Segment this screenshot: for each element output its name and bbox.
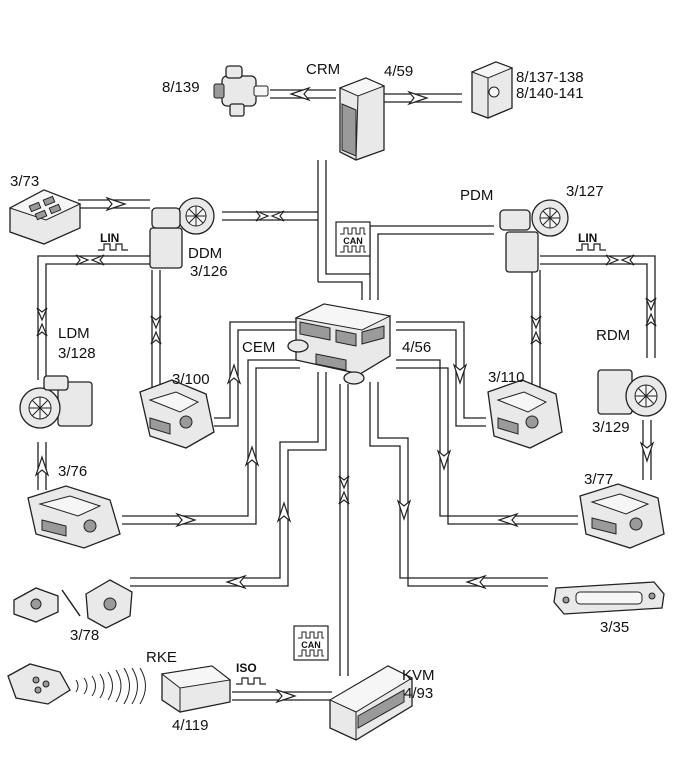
kvm-name: KVM xyxy=(402,667,435,684)
kvm-module xyxy=(328,665,414,741)
kvm-ref: 4/93 xyxy=(404,685,433,702)
rdm-ref: 3/129 xyxy=(592,419,630,436)
can-label-top: CAN xyxy=(343,236,363,246)
rke-name: RKE xyxy=(146,649,177,666)
crm-name: CRM xyxy=(306,61,340,78)
wiring xyxy=(37,89,656,701)
cem-name: CEM xyxy=(242,339,275,356)
lock-3-100 xyxy=(139,379,215,449)
label-3-110: 3/110 xyxy=(488,369,524,386)
iso-label: ISO xyxy=(236,661,257,675)
ldm-ref: 3/128 xyxy=(58,345,96,362)
label-3-100: 3/100 xyxy=(172,371,210,388)
ddm-motor xyxy=(149,197,215,269)
ddm-name: DDM xyxy=(188,245,222,262)
rdm-name: RDM xyxy=(596,327,630,344)
cem-module xyxy=(287,303,392,385)
lin-bus-symbol-left: LIN xyxy=(98,231,128,251)
lock-3-77 xyxy=(579,483,665,549)
ddm-ref: 3/126 xyxy=(190,263,228,280)
lock-3-76 xyxy=(27,485,121,549)
label-3-78: 3/78 xyxy=(70,627,99,644)
lin-label-left: LIN xyxy=(100,231,119,245)
can-label-bottom: CAN xyxy=(301,640,321,650)
lock-3-110 xyxy=(487,379,563,449)
component-8-139 xyxy=(213,65,269,117)
component-3-35 xyxy=(553,581,665,615)
label-8-137: 8/137-138 xyxy=(516,69,584,86)
component-3-78 xyxy=(13,579,133,629)
lin-label-right: LIN xyxy=(578,231,597,245)
lin-bus-symbol-right: LIN xyxy=(576,231,606,251)
label-8-140: 8/140-141 xyxy=(516,85,584,102)
label-3-77: 3/77 xyxy=(584,471,613,488)
ldm-motor xyxy=(19,375,93,429)
pdm-motor xyxy=(499,199,569,273)
rdm-motor xyxy=(597,369,667,417)
crm-module xyxy=(338,77,386,161)
label-3-73: 3/73 xyxy=(10,173,39,190)
can-bus-symbol-bottom: CAN xyxy=(293,625,329,661)
can-bus-symbol-top: CAN xyxy=(335,221,371,257)
labels: CRM 4/59 8/139 8/137-138 8/140-141 3/73 … xyxy=(10,61,630,734)
crm-ref: 4/59 xyxy=(384,63,413,80)
component-3-73 xyxy=(8,189,82,245)
component-8-137 xyxy=(470,61,514,119)
cem-ref: 4/56 xyxy=(402,339,431,356)
key-fob xyxy=(7,663,146,705)
ldm-name: LDM xyxy=(58,325,90,342)
rke-module xyxy=(160,665,232,713)
pdm-name: PDM xyxy=(460,187,493,204)
label-3-76: 3/76 xyxy=(58,463,87,480)
label-3-35: 3/35 xyxy=(600,619,629,636)
pdm-ref: 3/127 xyxy=(566,183,604,200)
rke-ref: 4/119 xyxy=(172,717,208,734)
iso-bus-symbol: ISO xyxy=(236,661,266,685)
label-8-139: 8/139 xyxy=(162,79,200,96)
